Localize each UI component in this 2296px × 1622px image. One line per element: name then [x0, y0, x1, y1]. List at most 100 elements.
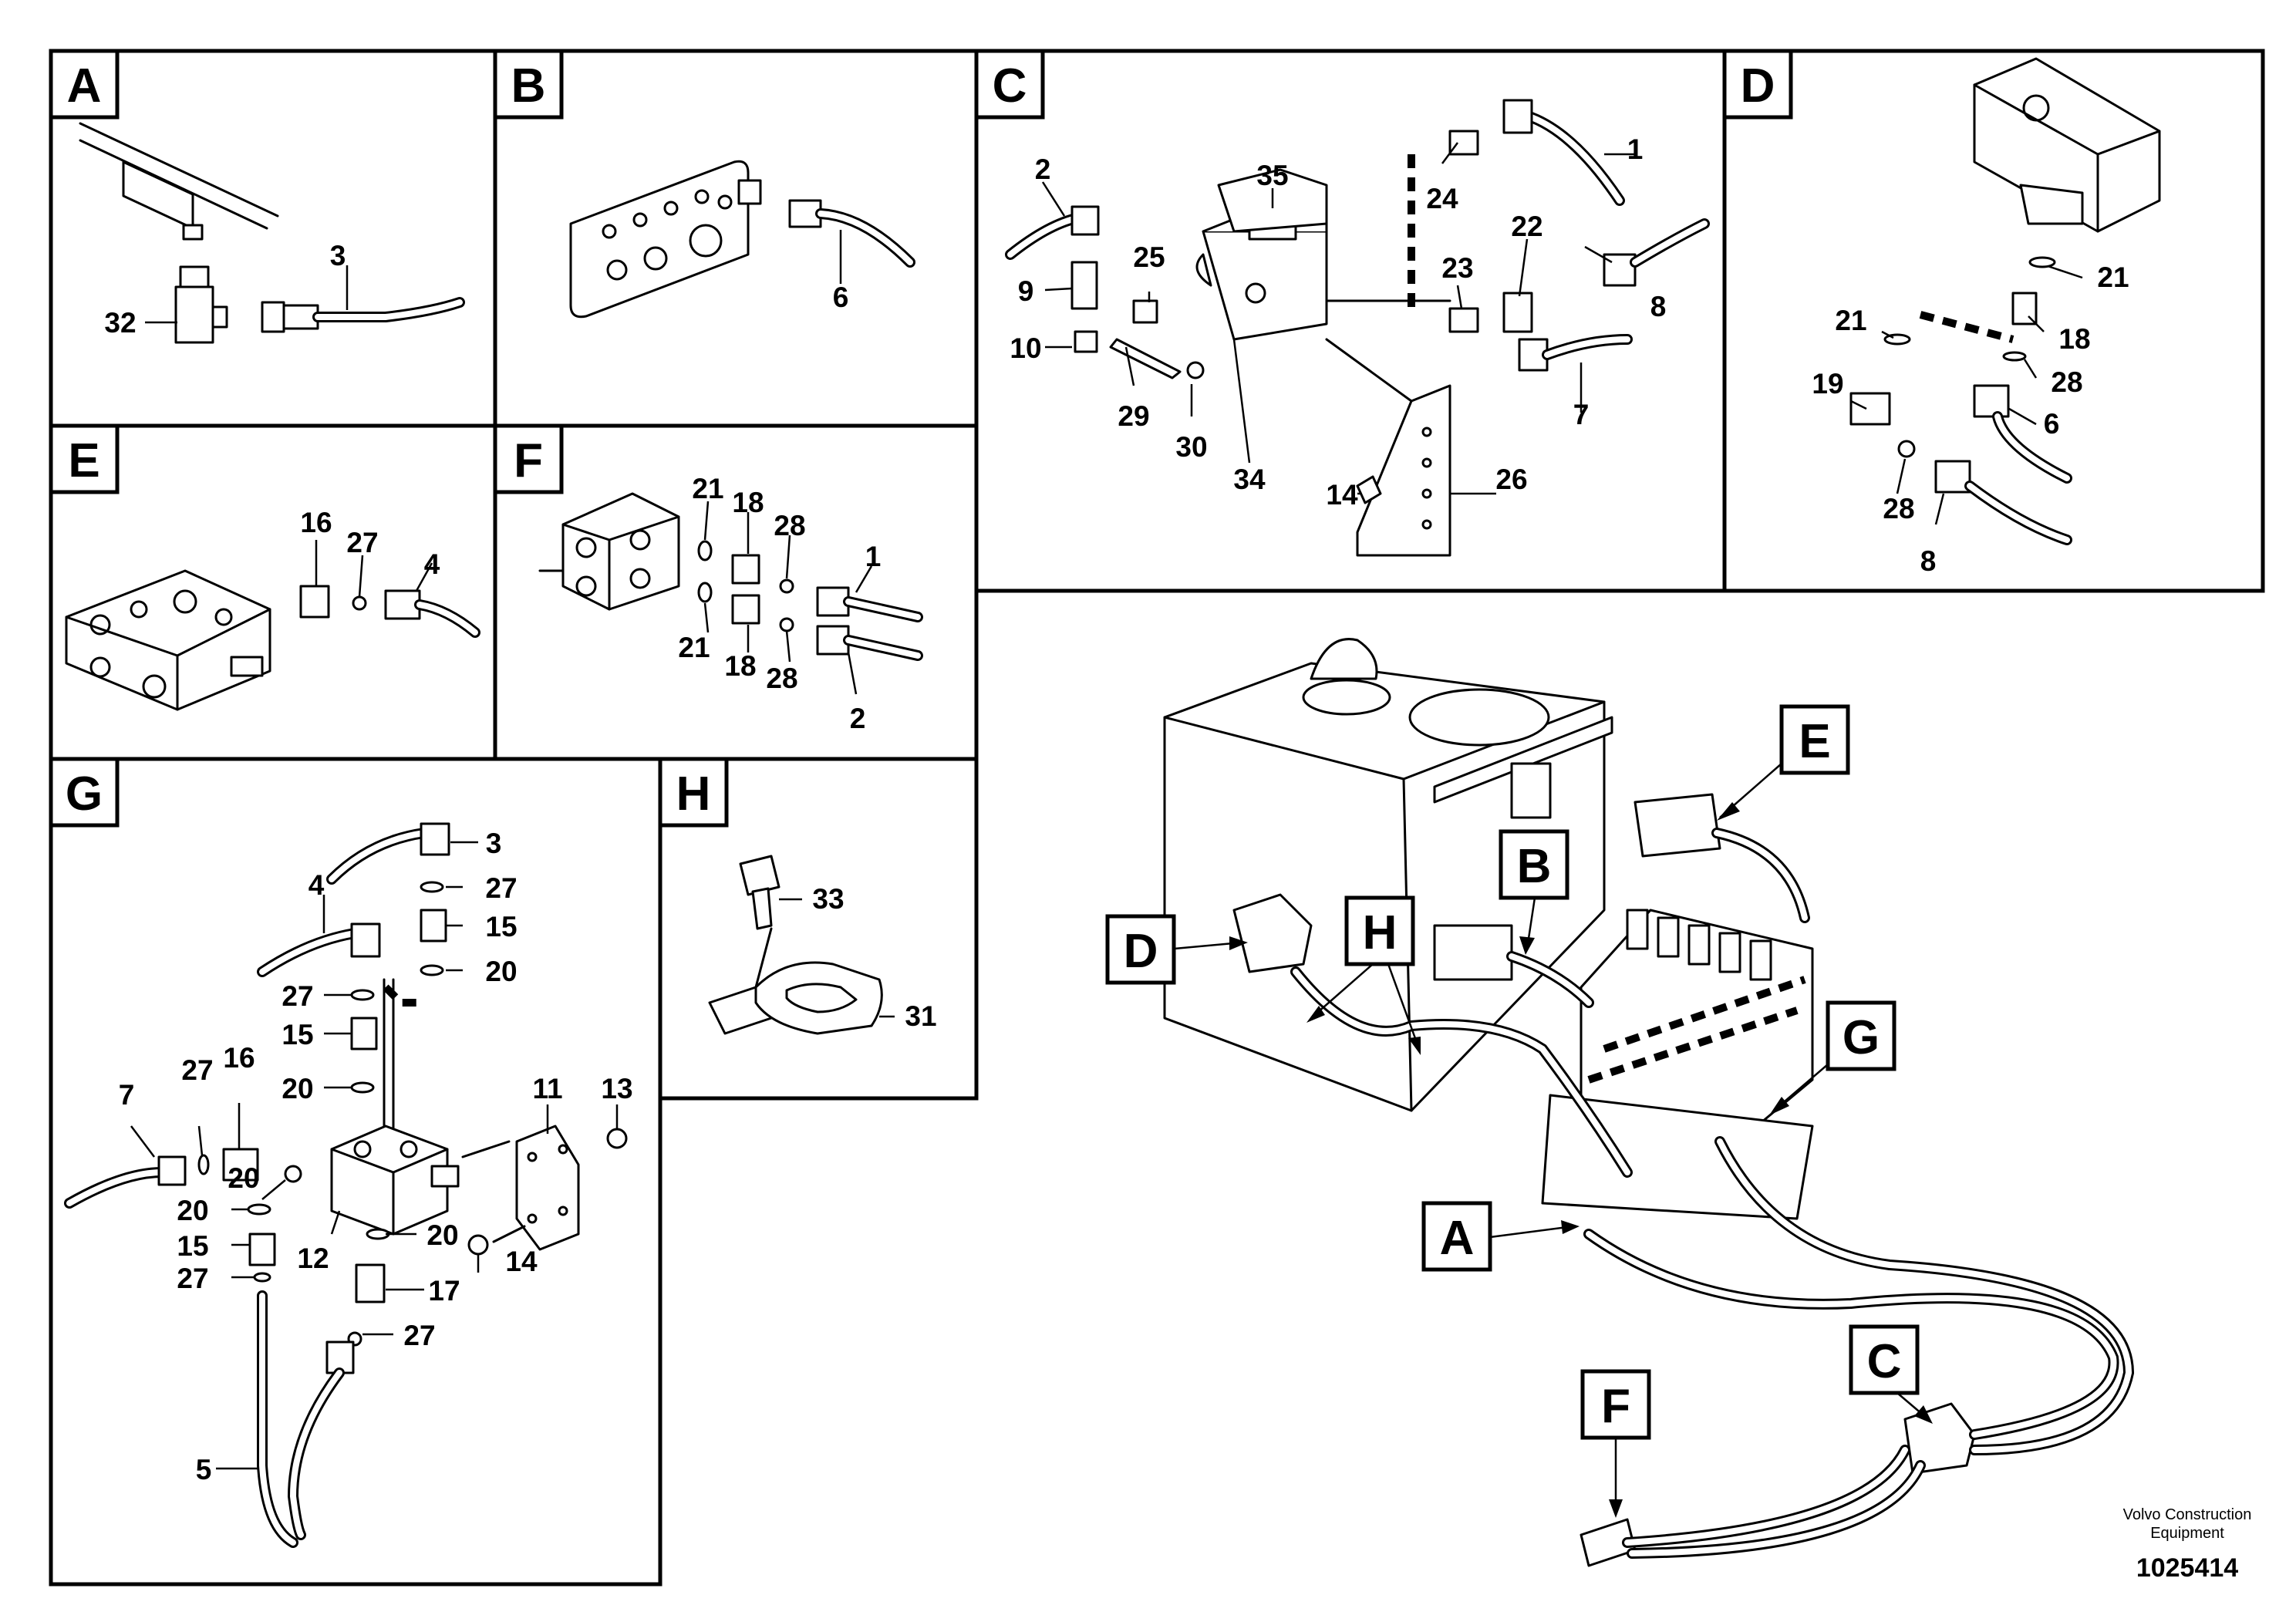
- part-label-20-top: 20: [485, 956, 517, 987]
- plug-12: [430, 1165, 460, 1188]
- part-label-3: 3: [330, 240, 346, 271]
- ferrule-4: [384, 589, 421, 620]
- overview-callouts: E B D H G A C F: [1105, 704, 1933, 1518]
- adapter-15-top: [420, 909, 447, 943]
- elbow-17: [355, 1263, 386, 1303]
- callout-b-letter: B: [1517, 840, 1552, 893]
- panel-f-frame: [493, 423, 979, 761]
- panel-h-letter: H: [676, 767, 711, 821]
- elbow-6: [1973, 384, 2010, 418]
- hose-run-f-1: [1622, 1445, 1910, 1548]
- callout-c-letter: C: [1867, 1335, 1902, 1388]
- elbow-19: [1849, 392, 1891, 426]
- elbow-16-g: [222, 1148, 259, 1182]
- part-label-15-top: 15: [485, 911, 517, 943]
- oring-21-right: [2028, 256, 2056, 268]
- part-label-28-bottom: 28: [766, 663, 797, 694]
- bolt-33-shank: [751, 887, 773, 930]
- panel-c-letter: C: [993, 59, 1027, 113]
- tee-body: [174, 285, 214, 344]
- company-name-line2: Equipment: [2150, 1525, 2224, 1542]
- tee-top: [179, 265, 210, 290]
- part-label-8: 8: [1650, 291, 1667, 322]
- adapter-18-bottom: [731, 594, 760, 625]
- valve-block-e: [65, 569, 271, 711]
- part-label-22: 22: [1511, 211, 1542, 242]
- panel-b-letter: B: [511, 59, 546, 113]
- part-label-23: 23: [1441, 252, 1473, 284]
- tee-side: [211, 305, 228, 329]
- part-label-14-g: 14: [505, 1246, 538, 1277]
- tee-22: [1502, 292, 1533, 333]
- oring-20-bottom: [366, 1228, 390, 1240]
- part-label-20-bottom: 20: [426, 1219, 458, 1251]
- panel-e-drawing: 16 27 4: [65, 507, 480, 711]
- panel-f-letter: F: [514, 434, 543, 487]
- part-label-32: 32: [104, 307, 136, 339]
- valve-block-e-overview: [1633, 793, 1721, 858]
- oring-20-top: [420, 964, 444, 976]
- elbow-9: [1070, 205, 1100, 236]
- part-label-15-bottom: 15: [177, 1230, 208, 1262]
- solenoid-c-overview: [1903, 1402, 1976, 1475]
- elbow-1: [1502, 99, 1533, 134]
- callout-d-letter: D: [1124, 925, 1158, 978]
- part-label-17: 17: [428, 1275, 460, 1307]
- panel-d-tab: [1722, 49, 1793, 120]
- part-label-20-mid: 20: [282, 1073, 313, 1104]
- part-label-31: 31: [905, 1000, 936, 1032]
- solenoid-d-overview: [1232, 893, 1313, 973]
- bolt-14: [1356, 475, 1382, 504]
- part-label-3-g: 3: [486, 828, 502, 859]
- panel-b-tab: [493, 49, 564, 120]
- panel-b-drawing: 6: [569, 160, 915, 319]
- callout-h-letter: H: [1363, 906, 1397, 959]
- panel-d-letter: D: [1741, 59, 1775, 113]
- part-label-34: 34: [1233, 464, 1266, 495]
- document-number: 1025414: [2136, 1553, 2238, 1583]
- oring-21-top: [697, 540, 713, 561]
- part-label-7-g: 7: [119, 1079, 135, 1111]
- hose-nut: [261, 301, 285, 333]
- panel-frames: [49, 49, 2265, 1587]
- adapter-24: [1448, 130, 1479, 156]
- adapter-18-top: [731, 554, 760, 585]
- part-label-28-left: 28: [1883, 493, 1914, 524]
- panel-a-drawing: 3 32: [79, 122, 465, 344]
- oring-20-bottom-left: [247, 1203, 271, 1216]
- cap-10: [1074, 330, 1098, 353]
- hose-ferrule: [282, 304, 319, 330]
- adapter-23: [1448, 307, 1479, 333]
- part-label-20-left: 20: [228, 1162, 259, 1194]
- part-label-18: 18: [2058, 323, 2090, 355]
- tank-cover-right: [1408, 688, 1550, 747]
- part-label-12: 12: [297, 1243, 329, 1274]
- oring-27-mid: [350, 989, 375, 1001]
- oring-21-bottom: [697, 582, 713, 603]
- part-label-26: 26: [1495, 464, 1527, 495]
- part-label-33: 33: [812, 883, 844, 915]
- part-label-24: 24: [1426, 183, 1458, 214]
- part-label-27-bottom-left: 27: [177, 1263, 208, 1294]
- part-label-4-g: 4: [308, 869, 325, 901]
- part-label-14: 14: [1326, 479, 1358, 511]
- part-label-8-d: 8: [1920, 545, 1937, 577]
- oring-28-top: [779, 578, 794, 594]
- part-label-27-mid: 27: [282, 980, 313, 1012]
- panel-h-frame: [658, 757, 979, 1101]
- part-label-28-right: 28: [2051, 366, 2082, 398]
- callout-g-box: [1826, 1000, 1896, 1071]
- panel-e-tab: [49, 423, 120, 494]
- ferrule-7-g: [157, 1155, 187, 1186]
- part-label-28-top: 28: [774, 510, 805, 541]
- panel-c-tab: [974, 49, 1045, 120]
- callout-b-box: [1499, 829, 1569, 900]
- footer: Volvo Construction Equipment 1025414: [2123, 1506, 2252, 1583]
- part-label-21-right: 21: [2097, 261, 2129, 293]
- bolt-13: [606, 1128, 628, 1149]
- breather: [1310, 638, 1378, 680]
- part-label-16-g: 16: [223, 1042, 255, 1074]
- part-label-15-mid: 15: [282, 1019, 313, 1050]
- part-label-4: 4: [424, 548, 440, 580]
